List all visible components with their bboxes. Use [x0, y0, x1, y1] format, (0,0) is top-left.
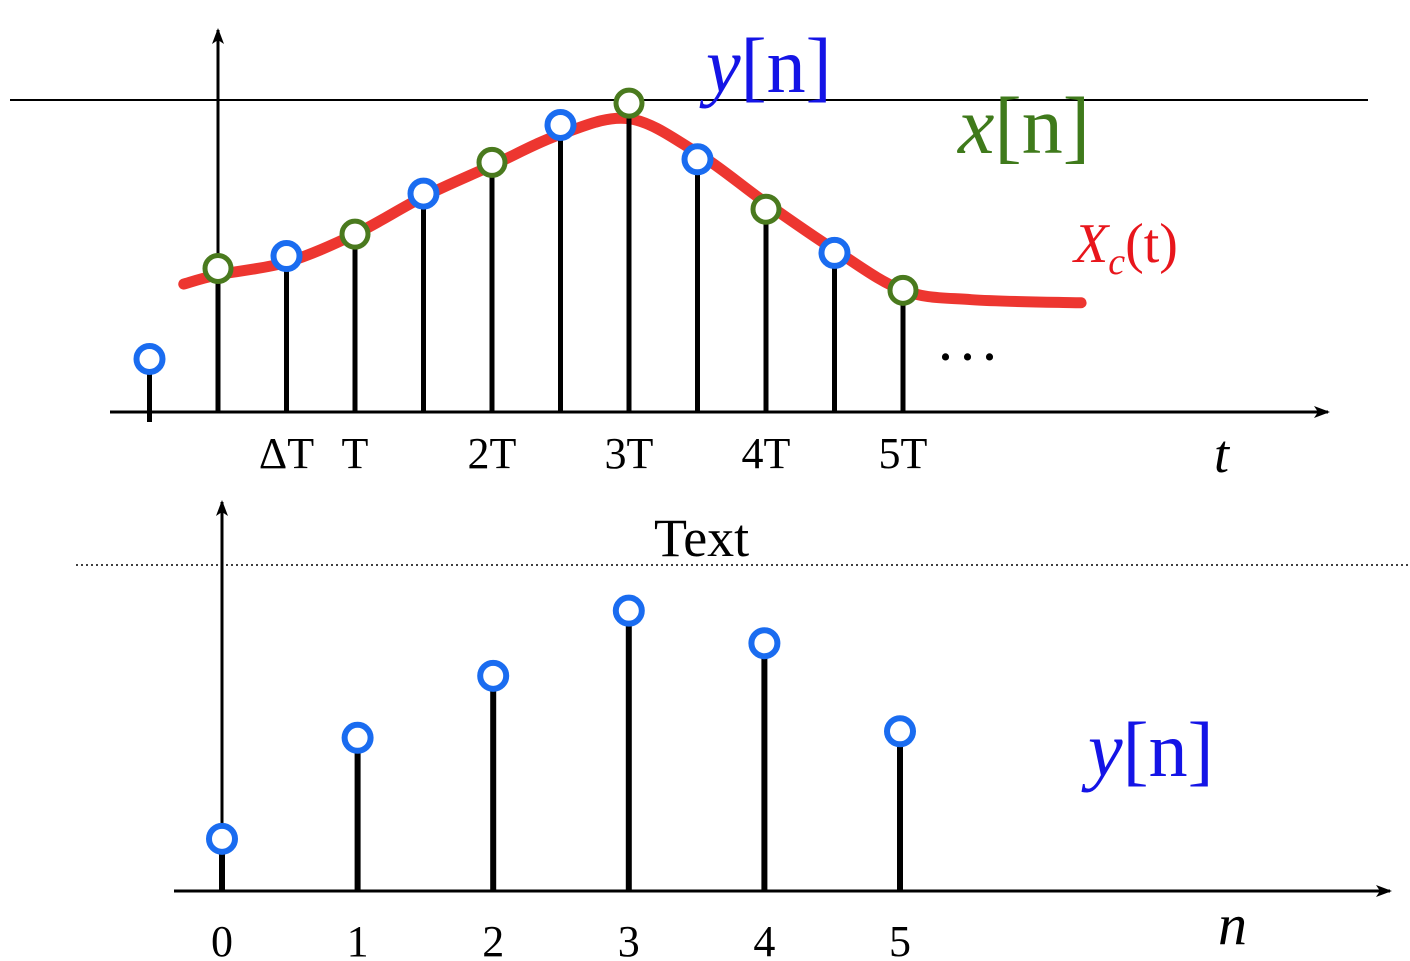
y-sample-marker — [748, 627, 781, 660]
y-sample-marker — [206, 822, 238, 855]
index-tick-label: 0 — [211, 917, 233, 961]
x-sample-marker — [887, 274, 919, 306]
index-axis-label: n — [1218, 892, 1247, 957]
top-tick-labels: ΔT T 2T 3T 4T 5T — [259, 429, 928, 478]
y-signal-label-top: y[n] — [699, 22, 832, 109]
x-sample-marker — [339, 218, 371, 250]
bottom-tick-labels: 0 1 2 3 4 5 — [211, 917, 911, 961]
time-tick-label: 4T — [742, 429, 791, 478]
y-sample-marker — [270, 240, 303, 272]
x-sample-marker — [613, 87, 645, 119]
index-tick-label: 3 — [618, 917, 640, 961]
continuation-ellipsis: . . . — [940, 321, 995, 370]
y-sample-marker — [341, 721, 374, 754]
index-tick-label: 4 — [753, 917, 775, 961]
time-axis-label: t — [1214, 424, 1231, 484]
y-sample-marker — [818, 236, 851, 269]
y-signal-label-bottom: y[n] — [1081, 706, 1214, 793]
y-sample-marker — [407, 177, 440, 210]
bottom-plot: Text 0 1 2 3 4 5 n y[n] — [76, 500, 1410, 961]
time-tick-label: ΔT — [259, 429, 314, 478]
x-sample-marker — [476, 146, 508, 178]
top-plot: ΔT T 2T 3T 4T 5T t y[n] x[n] Xc(t) . . . — [10, 22, 1368, 484]
time-tick-label: 2T — [468, 429, 517, 478]
y-sample-marker — [133, 342, 166, 375]
y-sample-marker — [884, 715, 916, 748]
x-sample-marker — [202, 252, 234, 284]
index-tick-label: 5 — [889, 917, 911, 961]
index-tick-label: 2 — [482, 917, 504, 961]
bottom-markers — [206, 594, 916, 855]
y-sample-marker — [681, 143, 714, 176]
y-sample-marker — [477, 659, 510, 692]
top-markers — [133, 87, 919, 375]
y-sample-marker — [612, 594, 645, 627]
time-tick-label: 5T — [879, 429, 928, 478]
continuous-signal-label: Xc(t) — [1072, 213, 1178, 283]
continuous-signal-curve — [178, 112, 1087, 309]
bottom-stems — [219, 610, 903, 891]
time-tick-label: 3T — [605, 429, 654, 478]
dotted-line-label: Text — [654, 508, 749, 568]
x-signal-label: x[n] — [957, 80, 1090, 171]
y-sample-marker — [544, 108, 577, 141]
top-stems — [147, 103, 906, 422]
time-tick-label: T — [342, 429, 369, 478]
x-sample-marker — [750, 193, 782, 225]
index-tick-label: 1 — [347, 917, 369, 961]
